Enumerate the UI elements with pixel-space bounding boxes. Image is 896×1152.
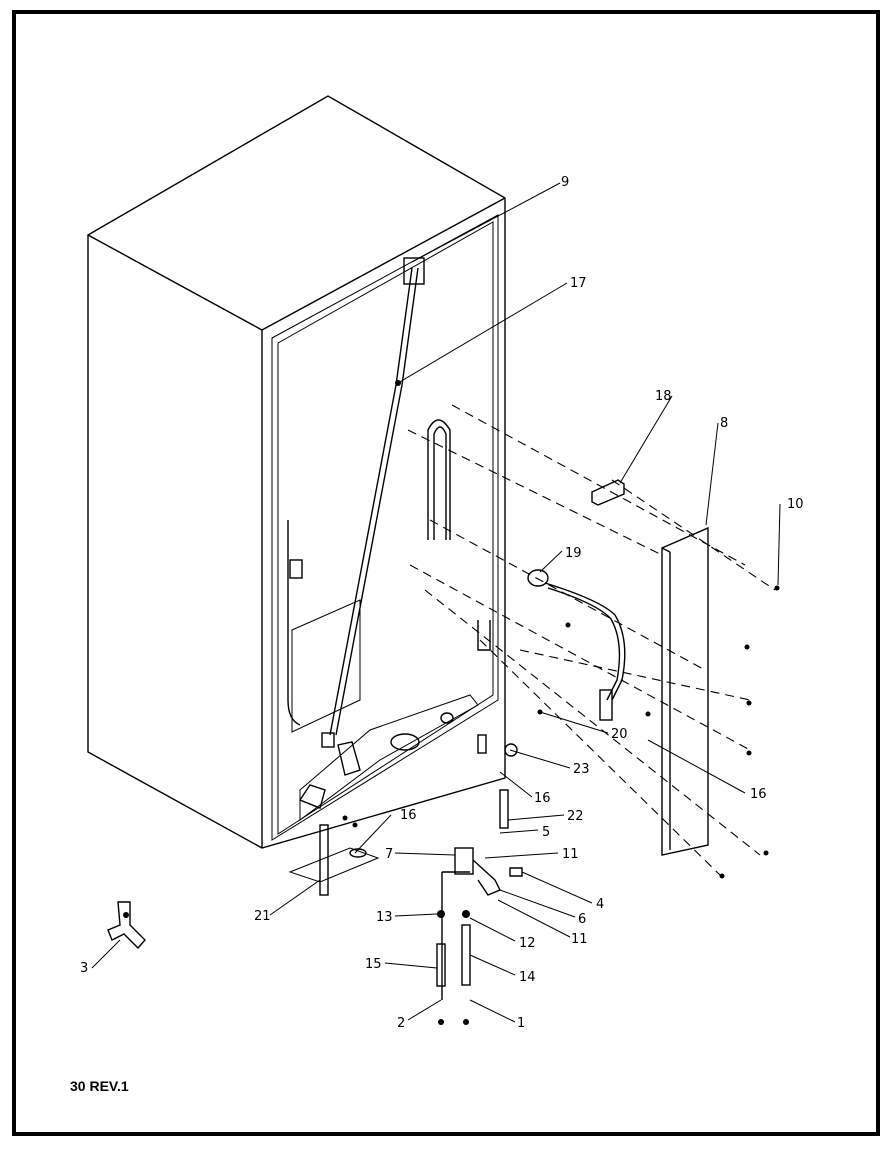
callout-5: 5	[542, 825, 550, 840]
bracket-part-18	[591, 479, 625, 506]
drawing-code: 30 REV.1	[70, 1078, 129, 1094]
callout-6: 6	[578, 912, 586, 927]
callout-8: 8	[720, 416, 728, 431]
callout-1: 1	[517, 1016, 525, 1031]
valve-part-3	[107, 901, 146, 950]
explode-lines	[407, 404, 776, 876]
callout-16-b: 16	[750, 787, 767, 802]
screws	[342, 380, 780, 879]
callout-7: 7	[385, 847, 393, 862]
drawing-frame	[12, 10, 880, 1136]
callout-10: 10	[787, 497, 804, 512]
callout-2: 2	[397, 1016, 405, 1031]
callout-labels: 9 17 18 8 10 19 20 23 16 16 16 22 5 7 11…	[80, 175, 804, 1031]
callout-16-c: 16	[400, 808, 417, 823]
callout-leaders	[91, 182, 781, 1023]
callout-16-a: 16	[534, 791, 551, 806]
callout-18: 18	[655, 389, 672, 404]
callout-11-b: 11	[571, 932, 588, 947]
callout-3: 3	[80, 961, 88, 976]
refrigerator-cabinet	[87, 95, 506, 849]
callout-21: 21	[254, 909, 271, 924]
callout-14: 14	[519, 970, 536, 985]
callout-17: 17	[570, 276, 587, 291]
callout-20: 20	[611, 727, 628, 742]
callout-12: 12	[519, 936, 536, 951]
callout-23: 23	[573, 762, 590, 777]
rear-cover-panel	[661, 526, 709, 856]
callout-15: 15	[365, 957, 382, 972]
callout-9: 9	[561, 175, 569, 190]
callout-22: 22	[567, 809, 584, 824]
back-tubing	[287, 257, 491, 821]
callout-13: 13	[376, 910, 393, 925]
callout-19: 19	[565, 546, 582, 561]
wire-harness-part-19	[527, 569, 626, 721]
callout-11-a: 11	[562, 847, 579, 862]
callout-4: 4	[596, 897, 604, 912]
water-valve-assembly	[288, 734, 523, 1025]
